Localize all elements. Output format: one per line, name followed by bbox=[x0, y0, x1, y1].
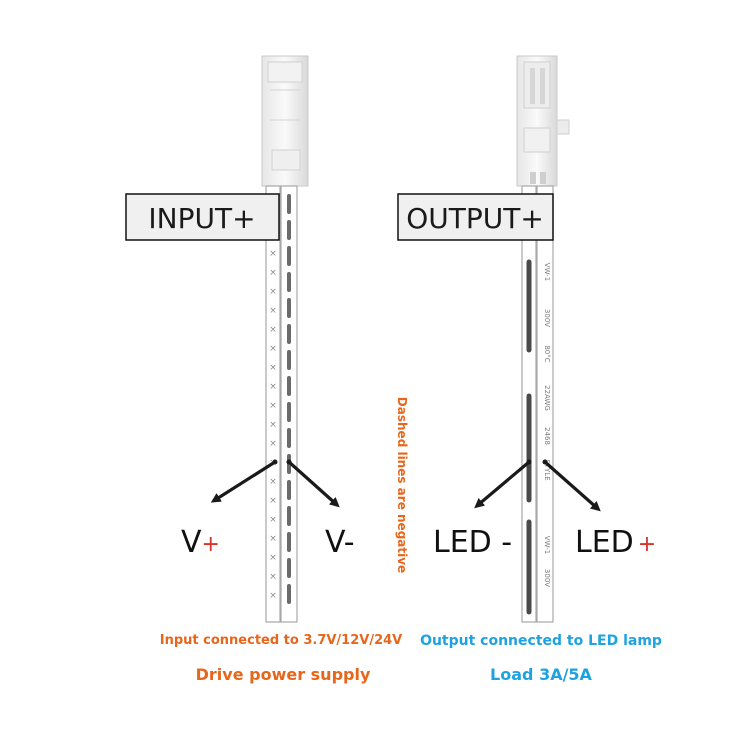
cable-print-text: 2468 bbox=[543, 427, 551, 445]
dash-mark: × bbox=[269, 268, 277, 278]
dash-mark: × bbox=[269, 534, 277, 544]
input-connector-icon bbox=[261, 55, 309, 187]
dash-mark: × bbox=[269, 496, 277, 506]
output-lamp-caption: Output connected to LED lamp bbox=[420, 633, 662, 649]
dash-mark: × bbox=[269, 382, 277, 392]
led-plus-label: LED+ bbox=[575, 525, 656, 560]
dash-mark: × bbox=[269, 439, 277, 449]
input-arrows bbox=[210, 459, 340, 508]
cable-print-text: 22AWG bbox=[543, 385, 551, 411]
arrow-icon bbox=[287, 460, 340, 508]
v-plus-label: V+ bbox=[181, 525, 220, 560]
dash-mark: × bbox=[269, 287, 277, 297]
led-minus-label: LED - bbox=[433, 525, 512, 560]
output-label-box: OUTPUT+ bbox=[397, 193, 554, 241]
cable-print-text: VW-1 bbox=[543, 263, 551, 281]
v-minus-label: V- bbox=[325, 525, 355, 560]
input-box-label: INPUT+ bbox=[148, 202, 255, 235]
output-arrows bbox=[474, 459, 601, 512]
output-box-label: OUTPUT+ bbox=[406, 202, 544, 235]
cable-print-text: VW-1 bbox=[543, 536, 551, 554]
dash-mark: × bbox=[269, 363, 277, 373]
dash-mark: × bbox=[269, 344, 277, 354]
dash-mark: × bbox=[269, 249, 277, 259]
dash-mark: × bbox=[269, 325, 277, 335]
dash-mark: × bbox=[269, 401, 277, 411]
input-supply-caption: Drive power supply bbox=[195, 665, 371, 684]
cable-print-text: 300V bbox=[543, 309, 551, 327]
dash-mark: × bbox=[269, 306, 277, 316]
dash-mark: × bbox=[269, 591, 277, 601]
input-cable: ××××××××××××××××××× bbox=[265, 185, 298, 623]
arrow-icon bbox=[474, 460, 531, 509]
dash-mark: × bbox=[269, 515, 277, 525]
dash-mark: × bbox=[269, 553, 277, 563]
dash-mark: × bbox=[269, 420, 277, 430]
input-voltage-caption: Input connected to 3.7V/12V/24V bbox=[159, 633, 403, 648]
dash-mark: × bbox=[269, 572, 277, 582]
output-connector-icon bbox=[516, 55, 570, 187]
dash-mark: × bbox=[269, 477, 277, 487]
arrow-icon bbox=[210, 460, 276, 503]
cable-print-text: STYLE bbox=[543, 459, 551, 480]
cable-print-text: 80°C bbox=[543, 345, 551, 362]
cable-print-text: 300V bbox=[543, 569, 551, 587]
negative-line-note: Dashed lines are negative bbox=[395, 396, 409, 574]
input-label-box: INPUT+ bbox=[125, 193, 280, 241]
arrow-icon bbox=[543, 460, 601, 512]
output-load-caption: Load 3A/5A bbox=[490, 665, 592, 684]
